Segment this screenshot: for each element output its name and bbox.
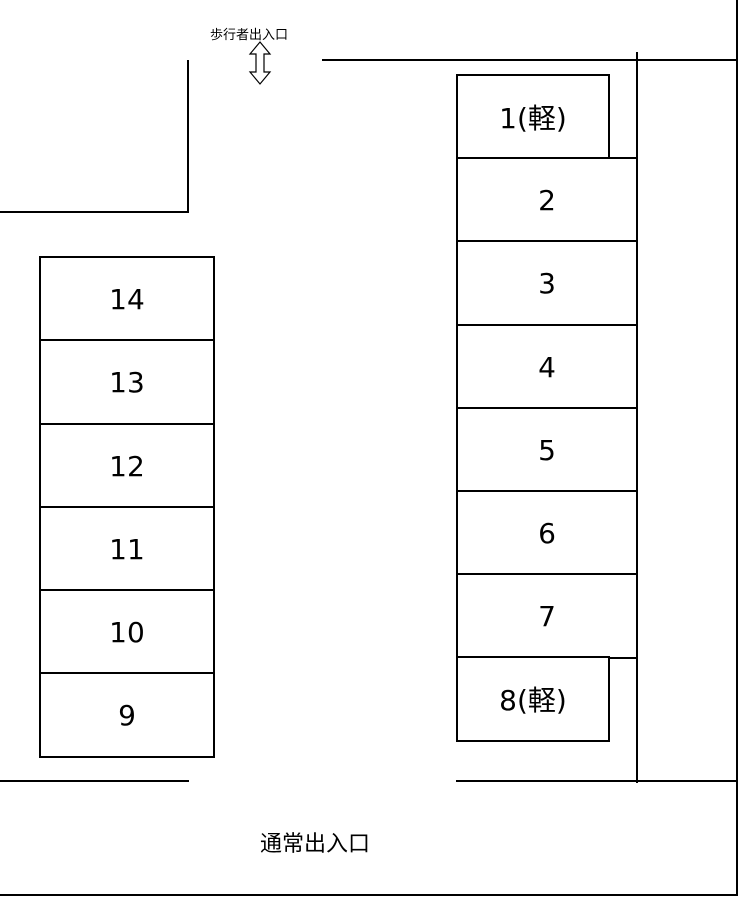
pedestrian-entrance-label: 歩行者出入口: [210, 28, 289, 43]
frame-right-edge: [736, 0, 738, 896]
building-wall-horizontal: [0, 211, 189, 213]
bottom-boundary-left: [0, 780, 189, 782]
main-entrance-label: 通常出入口: [260, 832, 371, 857]
top-boundary-line: [322, 59, 738, 61]
parking-space-2: 2: [456, 157, 638, 243]
parking-space-6: 6: [456, 490, 638, 576]
bottom-boundary-right: [456, 780, 738, 782]
parking-space-11: 11: [39, 506, 215, 592]
parking-space-12: 12: [39, 423, 215, 509]
parking-space-10: 10: [39, 589, 215, 675]
parking-space-8: 8(軽): [456, 656, 610, 742]
frame-bottom-edge: [0, 894, 738, 896]
double-arrow-vertical-icon: [248, 41, 272, 85]
parking-space-4: 4: [456, 324, 638, 410]
parking-space-7: 7: [456, 573, 638, 659]
parking-space-13: 13: [39, 339, 215, 425]
building-wall-vertical: [187, 60, 189, 213]
parking-space-3: 3: [456, 240, 638, 326]
parking-space-1: 1(軽): [456, 74, 610, 160]
parking-space-5: 5: [456, 407, 638, 493]
parking-space-9: 9: [39, 672, 215, 758]
parking-space-14: 14: [39, 256, 215, 342]
